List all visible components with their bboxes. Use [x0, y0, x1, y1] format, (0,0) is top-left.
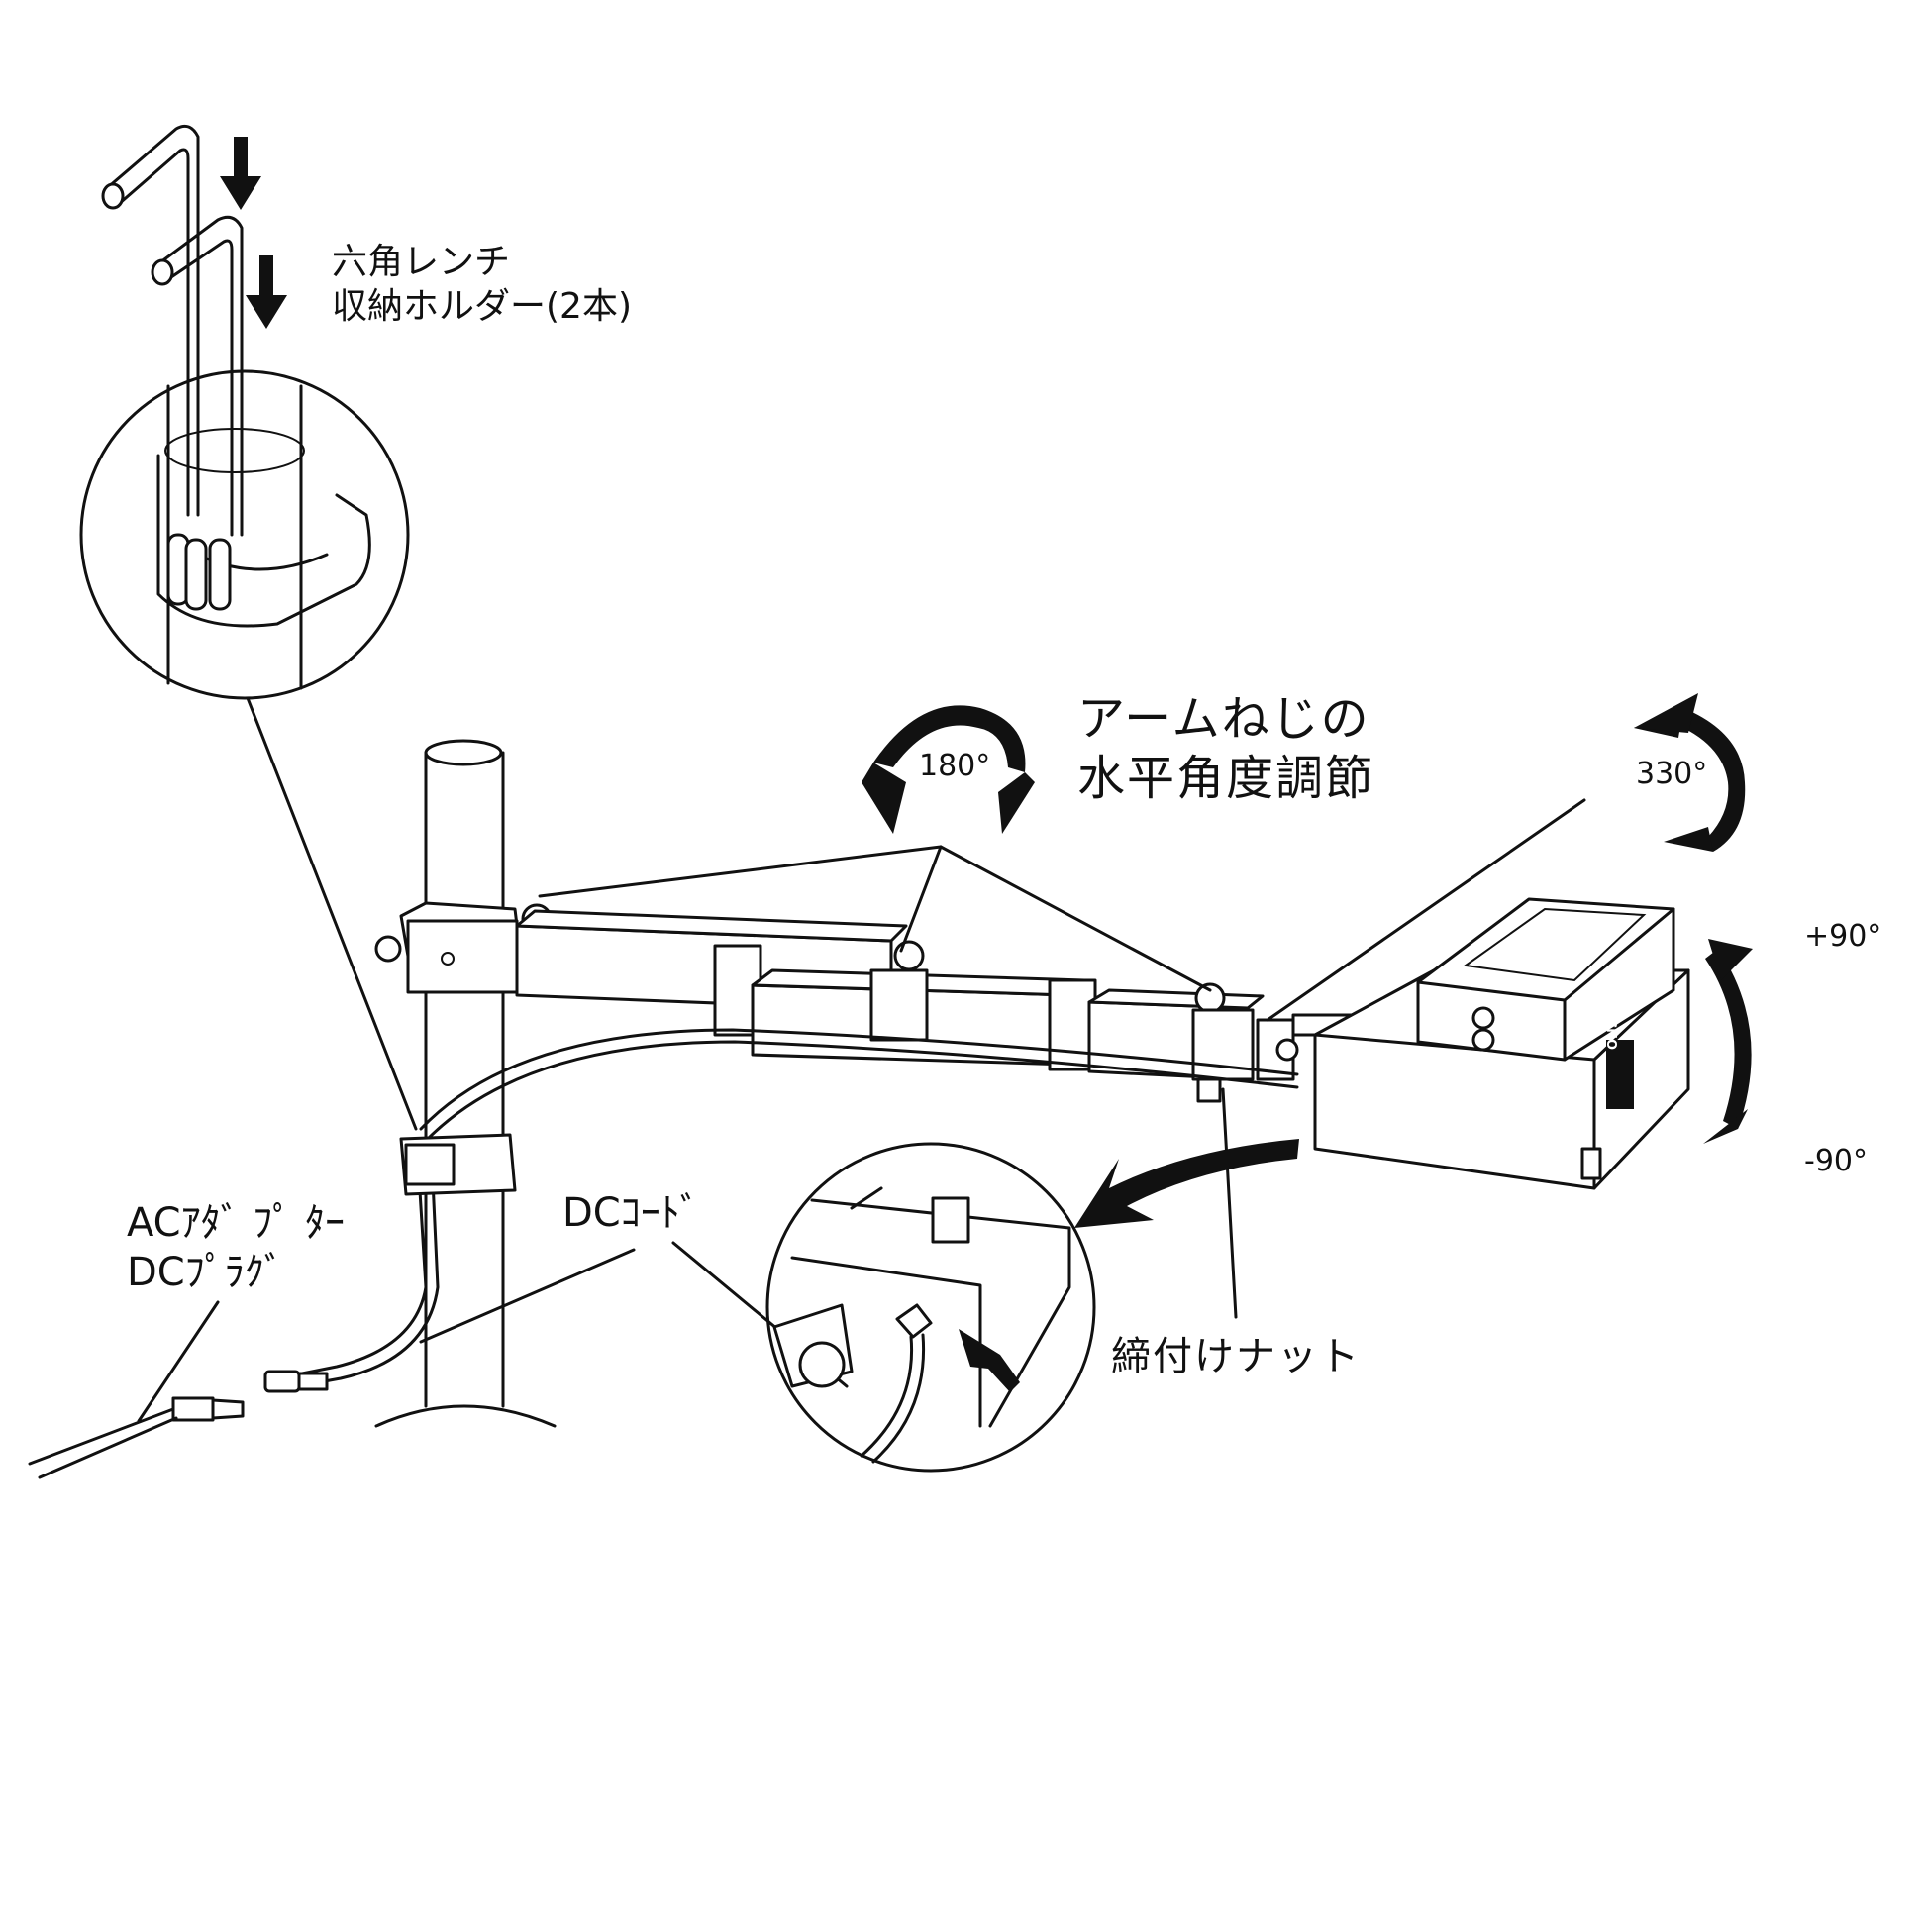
- device-box: [1313, 897, 1690, 1190]
- angle-330-label: 330°: [1636, 757, 1708, 791]
- arm-segment-2: [1087, 982, 1265, 1103]
- ac-adapter-line-1: ACｱﾀﾞ ﾌﾟ ﾀｰ: [127, 1200, 346, 1246]
- nut-label: 締付けナット: [1111, 1334, 1361, 1379]
- arm-segment-1: [515, 909, 1097, 1071]
- screw-leader-3: [939, 845, 1212, 992]
- wrench-holder-line-1: 六角レンチ: [332, 242, 511, 282]
- ac-adapter-label: ACｱﾀﾞ ﾌﾟ ﾀｰ DCﾌﾟﾗｸﾞ: [127, 1198, 345, 1297]
- angle-180-label: 180°: [919, 749, 991, 783]
- arm-screw-label: アームねじの 水平角度調節: [1077, 689, 1374, 808]
- hex-wrenches: [101, 124, 244, 537]
- plug-leader: [137, 1300, 220, 1423]
- insert-arrows-icon: [220, 137, 287, 329]
- arm-screw-line-2: 水平角度調節: [1077, 751, 1375, 806]
- ac-adapter-line-2: DCﾌﾟﾗｸﾞ: [127, 1250, 284, 1295]
- connector-arrow-icon: [959, 1329, 1020, 1392]
- wrench-holder-line-2: 収納ホルダー(2本): [332, 286, 632, 327]
- cord-clip: [399, 1133, 517, 1196]
- dc-plug: [28, 1370, 329, 1479]
- connector-detail: [765, 1142, 1096, 1473]
- pole: [374, 739, 557, 1428]
- angle-minus90-label: -90°: [1804, 1144, 1868, 1178]
- wrench-holder-label: 六角レンチ 収納ホルダー(2本): [332, 240, 632, 329]
- rotate-330-icon: [1634, 693, 1746, 852]
- tilt-arrow-icon: [1703, 939, 1753, 1144]
- arm-screw-line-1: アームねじの: [1077, 691, 1370, 747]
- screw-leader-1: [538, 845, 943, 898]
- dc-cord: [295, 1028, 1299, 1388]
- detach-arrow-icon: [1074, 1139, 1299, 1228]
- nut-leader: [1221, 1087, 1238, 1319]
- brand-logo: ONSUKA: [1606, 988, 1621, 1050]
- angle-plus90-label: +90°: [1804, 919, 1882, 954]
- wrench-holder-detail: [79, 369, 410, 700]
- head-leader: [1266, 798, 1586, 1022]
- dc-cord-leader: [419, 1248, 636, 1344]
- holder-leader-line: [246, 696, 418, 1131]
- dc-cord-label: DCｺｰﾄﾞ: [562, 1190, 700, 1236]
- screw-leader-2: [899, 845, 943, 953]
- rotate-180-icon: [862, 705, 1035, 834]
